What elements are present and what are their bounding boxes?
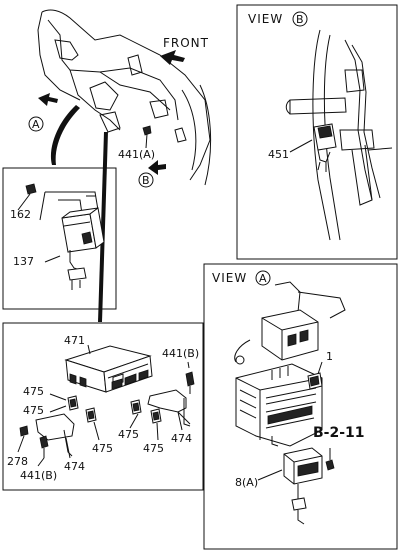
leader-to-detail-137 [50, 105, 80, 165]
view-b-letter: B [296, 13, 304, 26]
detail-137-panel [2, 167, 117, 310]
detail-137-drawing [17, 183, 105, 290]
part-label-162: 162 [10, 208, 31, 221]
part-label-278: 278 [7, 455, 28, 468]
view-b-panel [236, 4, 398, 260]
view-b-arrow-icon [148, 160, 166, 175]
callout-a-circle [28, 116, 44, 132]
view-b-title: VIEW [248, 12, 283, 26]
part-label-441b-bot: 441(B) [20, 469, 57, 482]
view-b-drawing [285, 29, 393, 241]
part-label-451: 451 [268, 148, 289, 161]
view-a-letter: A [259, 272, 267, 285]
part-label-475-mid: 475 [118, 428, 139, 441]
part-label-475-bot: 475 [92, 442, 113, 455]
detail-471-panel [2, 322, 204, 491]
fuse-box [235, 363, 323, 447]
part-label-474-right: 474 [171, 432, 192, 445]
nut-icon [25, 183, 37, 195]
part-label-1: 1 [326, 350, 333, 363]
view-a-arrow-icon [38, 93, 58, 106]
part-label-475-left2: 475 [23, 404, 44, 417]
detail-471-drawing [17, 344, 195, 467]
part-label-474-bot: 474 [64, 460, 85, 473]
part-label-475-right: 475 [143, 442, 164, 455]
front-arrow-icon [160, 50, 185, 65]
callout-b-letter: B [142, 174, 150, 187]
callout-a-letter: A [32, 118, 40, 131]
dashboard-overview [37, 9, 212, 186]
part-label-471: 471 [64, 334, 85, 347]
view-a-title: VIEW [212, 271, 247, 285]
screw-icon [142, 125, 152, 136]
leader-to-detail-471 [98, 132, 108, 322]
reference-code: B-2-11 [313, 425, 365, 441]
view-a-circle [255, 270, 271, 286]
part-label-475-left1: 475 [23, 385, 44, 398]
part-label-137: 137 [13, 255, 34, 268]
part-label-8a: 8(A) [235, 476, 258, 489]
view-a-drawing [234, 281, 346, 525]
front-label: FRONT [163, 36, 209, 50]
view-a-panel [203, 263, 398, 550]
part-label-441b-right: 441(B) [162, 347, 199, 360]
part-label-441a: 441(A) [118, 148, 155, 161]
callout-b-circle [138, 172, 154, 188]
view-b-circle [292, 11, 308, 27]
